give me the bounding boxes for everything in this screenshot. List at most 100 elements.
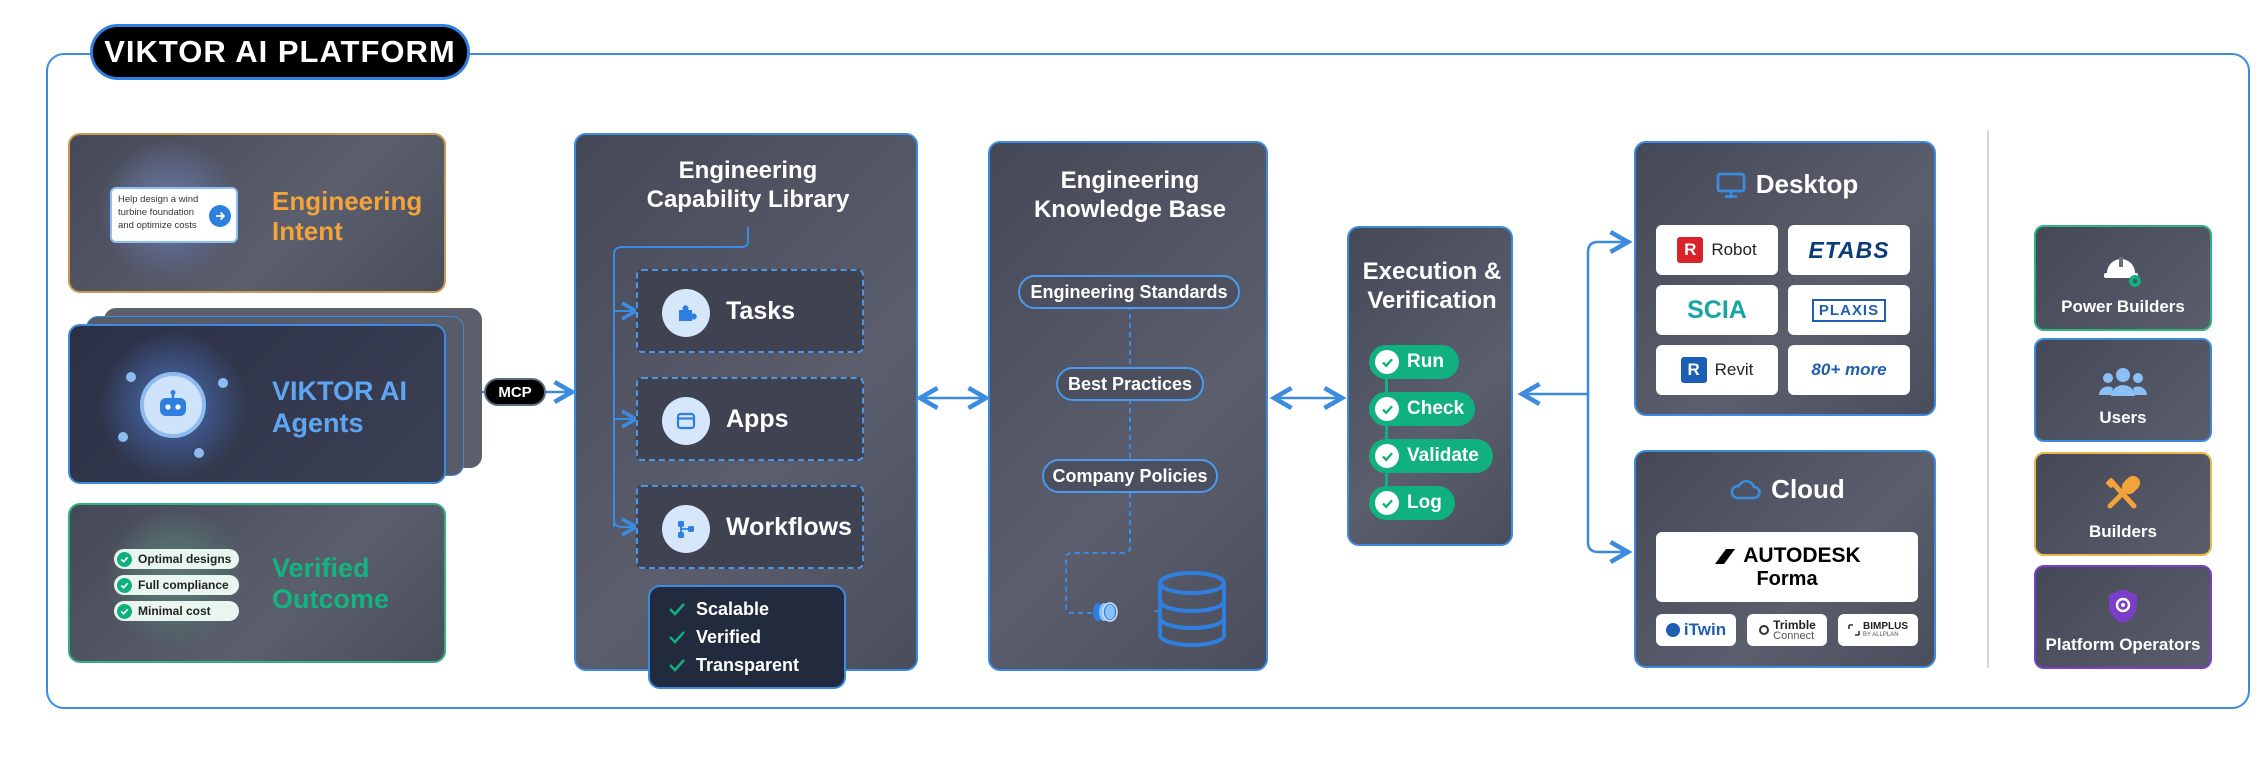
tool-label: BIMPLUS: [1863, 621, 1908, 632]
check-icon: [1375, 350, 1399, 374]
intent-label-line1: Engineering: [272, 186, 423, 216]
tool-plaxis: PLAXIS: [1788, 285, 1910, 335]
execution-title-line1: Execution &: [1362, 258, 1502, 285]
capability-title-line2: Capability Library: [646, 185, 850, 213]
step-validate: Validate: [1369, 439, 1493, 473]
kb-title-line1: Engineering: [1060, 167, 1200, 194]
kb-title-line2: Knowledge Base: [1033, 195, 1227, 223]
tool-itwin: iTwin: [1656, 614, 1736, 646]
revit-logo-icon: R: [1680, 357, 1707, 383]
quality-item: Scalable: [668, 595, 844, 623]
cloud-icon: [1730, 479, 1761, 499]
check-icon: [1375, 397, 1399, 421]
check-icon: [117, 551, 132, 567]
capability-item-tasks[interactable]: Tasks: [636, 269, 864, 353]
puzzle-icon: [662, 289, 710, 337]
desktop-header: Desktop: [1636, 169, 1938, 200]
autodesk-logo-icon: [1715, 548, 1736, 564]
kb-item-best-practices: Best Practices: [1056, 367, 1204, 401]
robot-icon: [140, 372, 206, 438]
platform-title: VIKTOR AI PLATFORM: [90, 24, 470, 80]
capability-item-apps[interactable]: Apps: [636, 377, 864, 461]
tool-label: Robot: [1711, 240, 1757, 259]
tool-label: iTwin: [1683, 620, 1727, 639]
steps-connector: [1385, 348, 1388, 504]
tools-icon: [2106, 476, 2141, 509]
tool-label: Trimble: [1773, 617, 1816, 632]
agents-label-line2: Agents: [272, 407, 364, 438]
trimble-logo-icon: [1759, 625, 1770, 635]
outcome-label: Verified Outcome: [272, 553, 389, 615]
viktor-ai-agents-card: VIKTOR AI Agents: [68, 324, 446, 484]
tool-robot: R Robot: [1656, 225, 1778, 275]
window-icon: [662, 397, 710, 445]
quality-label: Transparent: [696, 654, 800, 675]
bimplus-text: BIMPLUS BY ALLPLAN: [1863, 621, 1908, 639]
step-label: Log: [1407, 492, 1442, 513]
verified-outcome-card: Optimal designs Full compliance Minimal …: [68, 503, 446, 663]
outcome-chips: Optimal designs Full compliance Minimal …: [114, 549, 240, 621]
cloud-card: Cloud AUTODESK Forma iTwin Trimble Conne…: [1634, 450, 1936, 668]
tool-label: PLAXIS: [1811, 298, 1887, 322]
orbit-dot: [126, 372, 136, 382]
check-icon: [1375, 444, 1399, 468]
pipe-connector-icon: [1090, 600, 1118, 624]
intent-label-line2: Intent: [272, 215, 343, 246]
kb-item-company-policies: Company Policies: [1042, 459, 1218, 493]
tool-autodesk-forma: AUTODESK Forma: [1656, 532, 1918, 602]
tool-label: AUTODESK: [1743, 543, 1861, 567]
capability-title-line1: Engineering: [678, 157, 818, 184]
hardhat-gear-icon: [2104, 257, 2141, 287]
platform-frame: [46, 53, 2250, 709]
execution-verification-card: Execution & Verification Run Check Valid…: [1347, 226, 1513, 546]
agents-label-line1: VIKTOR AI: [272, 376, 408, 406]
step-label: Check: [1407, 398, 1465, 419]
shield-gear-icon: [2109, 589, 2137, 623]
check-icon: [669, 659, 685, 672]
tool-label: ETABS: [1808, 236, 1890, 263]
role-label: Power Builders: [2061, 297, 2185, 316]
knowledge-base-card: Engineering Knowledge Base Engineering S…: [988, 141, 1268, 671]
role-builders: Builders: [2034, 452, 2212, 556]
step-check: Check: [1369, 392, 1475, 426]
quality-item: Verified: [668, 623, 844, 651]
kb-dashed-connectors: [1065, 305, 1158, 614]
mcp-badge: MCP: [484, 378, 546, 406]
tool-label: Forma: [1756, 567, 1818, 590]
desktop-card: Desktop R Robot ETABS SCIA PLAXIS R Revi…: [1634, 141, 1936, 416]
bimplus-logo-icon: [1848, 624, 1860, 636]
role-label: Builders: [2088, 522, 2158, 541]
tool-label: Connect: [1773, 629, 1815, 642]
cloud-header: Cloud: [1636, 474, 1938, 505]
capability-tree-lines: [613, 227, 749, 537]
step-run: Run: [1369, 345, 1459, 379]
check-icon: [117, 577, 132, 593]
capability-item-workflows[interactable]: Workflows: [636, 485, 864, 569]
tool-bimplus: BIMPLUS BY ALLPLAN: [1838, 614, 1918, 646]
orbit-dot: [194, 448, 204, 458]
role-label: Users: [2099, 408, 2147, 427]
itwin-logo-icon: [1665, 623, 1680, 637]
capability-item-label: Tasks: [726, 297, 796, 325]
agents-label: VIKTOR AI Agents: [272, 376, 407, 440]
role-users: Users: [2034, 338, 2212, 442]
database-icon: [1156, 571, 1228, 647]
outcome-chip: Full compliance: [114, 575, 240, 595]
intent-prompt-text: Help design a wind turbine foundation an…: [118, 194, 199, 231]
outcome-label-line1: Verified: [272, 553, 370, 583]
tool-trimble-connect: Trimble Connect: [1747, 614, 1827, 646]
step-label: Validate: [1407, 445, 1479, 466]
outcome-chip-label: Optimal designs: [138, 552, 232, 566]
quality-item: Transparent: [668, 651, 844, 679]
tool-more: 80+ more: [1788, 345, 1910, 395]
desktop-title: Desktop: [1755, 169, 1859, 199]
check-icon: [669, 603, 685, 616]
outcome-chip: Minimal cost: [114, 601, 240, 621]
tool-label: Revit: [1714, 360, 1754, 379]
role-label: Platform Operators: [2045, 635, 2201, 654]
step-label: Run: [1407, 351, 1444, 372]
execution-title-line2: Verification: [1367, 286, 1497, 314]
role-power-builders: Power Builders: [2034, 225, 2212, 331]
orbit-dot: [218, 378, 228, 388]
